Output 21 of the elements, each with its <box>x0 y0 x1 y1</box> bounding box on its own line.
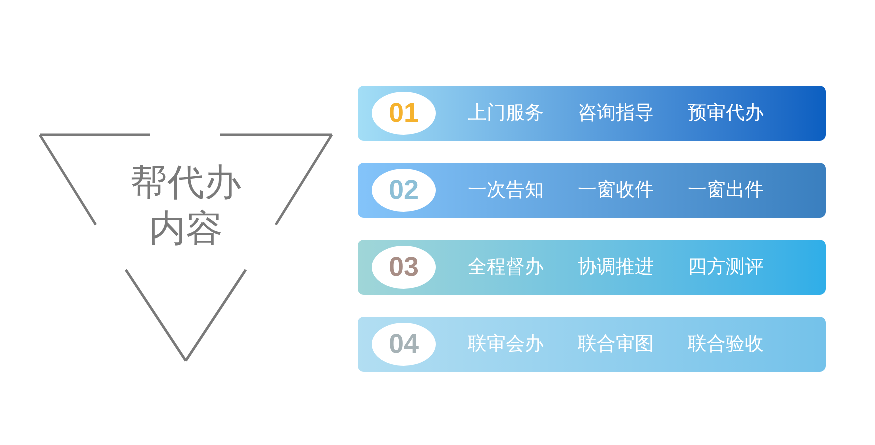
item-text: 一次告知 <box>468 178 544 203</box>
item-text: 联审会办 <box>468 332 544 357</box>
number-ellipse: 01 <box>372 92 436 135</box>
item-text: 协调推进 <box>578 255 654 280</box>
item-text: 全程督办 <box>468 255 544 280</box>
item-text: 四方测评 <box>688 255 764 280</box>
item-text: 上门服务 <box>468 101 544 126</box>
item-text: 咨询指导 <box>578 101 654 126</box>
item-bar <box>358 163 826 218</box>
item-text: 一窗收件 <box>578 178 654 203</box>
item-bar <box>358 240 826 295</box>
number-ellipse: 03 <box>372 246 436 289</box>
title-text: 帮代办内容 <box>130 160 242 252</box>
item-text: 一窗出件 <box>688 178 764 203</box>
item-bar <box>358 86 826 141</box>
item-text: 联合审图 <box>578 332 654 357</box>
item-text: 预审代办 <box>688 101 764 126</box>
item-bar <box>358 317 826 372</box>
number-ellipse: 02 <box>372 169 436 212</box>
item-text: 联合验收 <box>688 332 764 357</box>
number-ellipse: 04 <box>372 323 436 366</box>
